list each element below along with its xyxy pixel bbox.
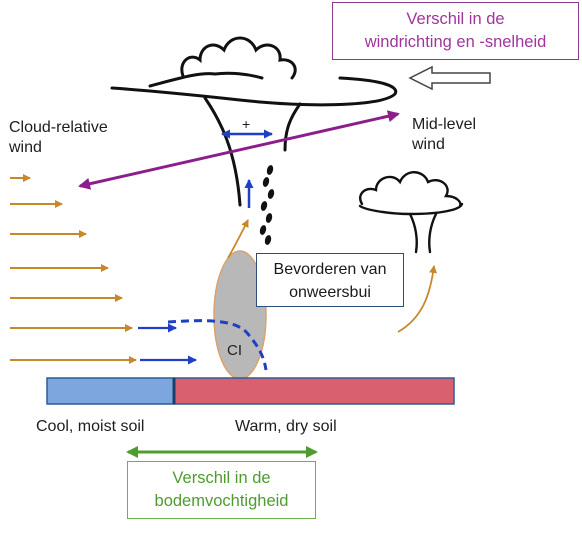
anvil-cloud (110, 36, 398, 207)
cloud-relative-wind-label-line1: Cloud-relative (9, 119, 108, 136)
warm-dry-soil-bar (173, 377, 455, 405)
wind-shear-arrow (78, 110, 400, 190)
storm-promotion-box: Bevorderen van onweersbui (256, 253, 404, 307)
moisture-difference-line1: Verschil in de (172, 469, 271, 487)
ci-label: CI (227, 342, 242, 359)
mid-level-wind-label-line2: wind (412, 136, 445, 153)
warm-soil-label: Warm, dry soil (235, 418, 337, 435)
rising-air-arrow-left (227, 219, 249, 259)
storm-promotion-line2: onweersbui (289, 284, 371, 301)
wind-difference-line1: Verschil in de (406, 10, 505, 28)
cool-soil-label: Cool, moist soil (36, 418, 145, 435)
cloud-relative-wind-label-line2: wind (9, 139, 42, 156)
storm-promotion-line1: Bevorderen van (273, 261, 387, 278)
plus-sign: + (242, 116, 251, 132)
cloud-relative-wind-label: Cloud-relative wind (9, 118, 108, 158)
wind-difference-line2: windrichting en -snelheid (364, 33, 547, 51)
moisture-difference-box: Verschil in de bodemvochtigheid (127, 461, 316, 519)
moisture-difference-line2: bodemvochtigheid (154, 492, 289, 510)
rising-air-arrow-right (397, 265, 438, 333)
wind-difference-box: Verschil in de windrichting en -snelheid (332, 2, 579, 60)
mid-level-wind-label-line1: Mid-level (412, 116, 477, 133)
small-cumulus-cloud (358, 171, 464, 254)
sea-breeze-front-dashed (167, 319, 268, 371)
low-level-flow-arrows (138, 323, 197, 365)
mid-level-wind-arrow (408, 65, 491, 91)
cloud-relative-wind-arrows (10, 174, 137, 364)
mid-level-wind-label: Mid-level wind (412, 115, 476, 155)
cool-moist-soil-bar (46, 377, 175, 405)
precipitation-drops (259, 165, 275, 245)
